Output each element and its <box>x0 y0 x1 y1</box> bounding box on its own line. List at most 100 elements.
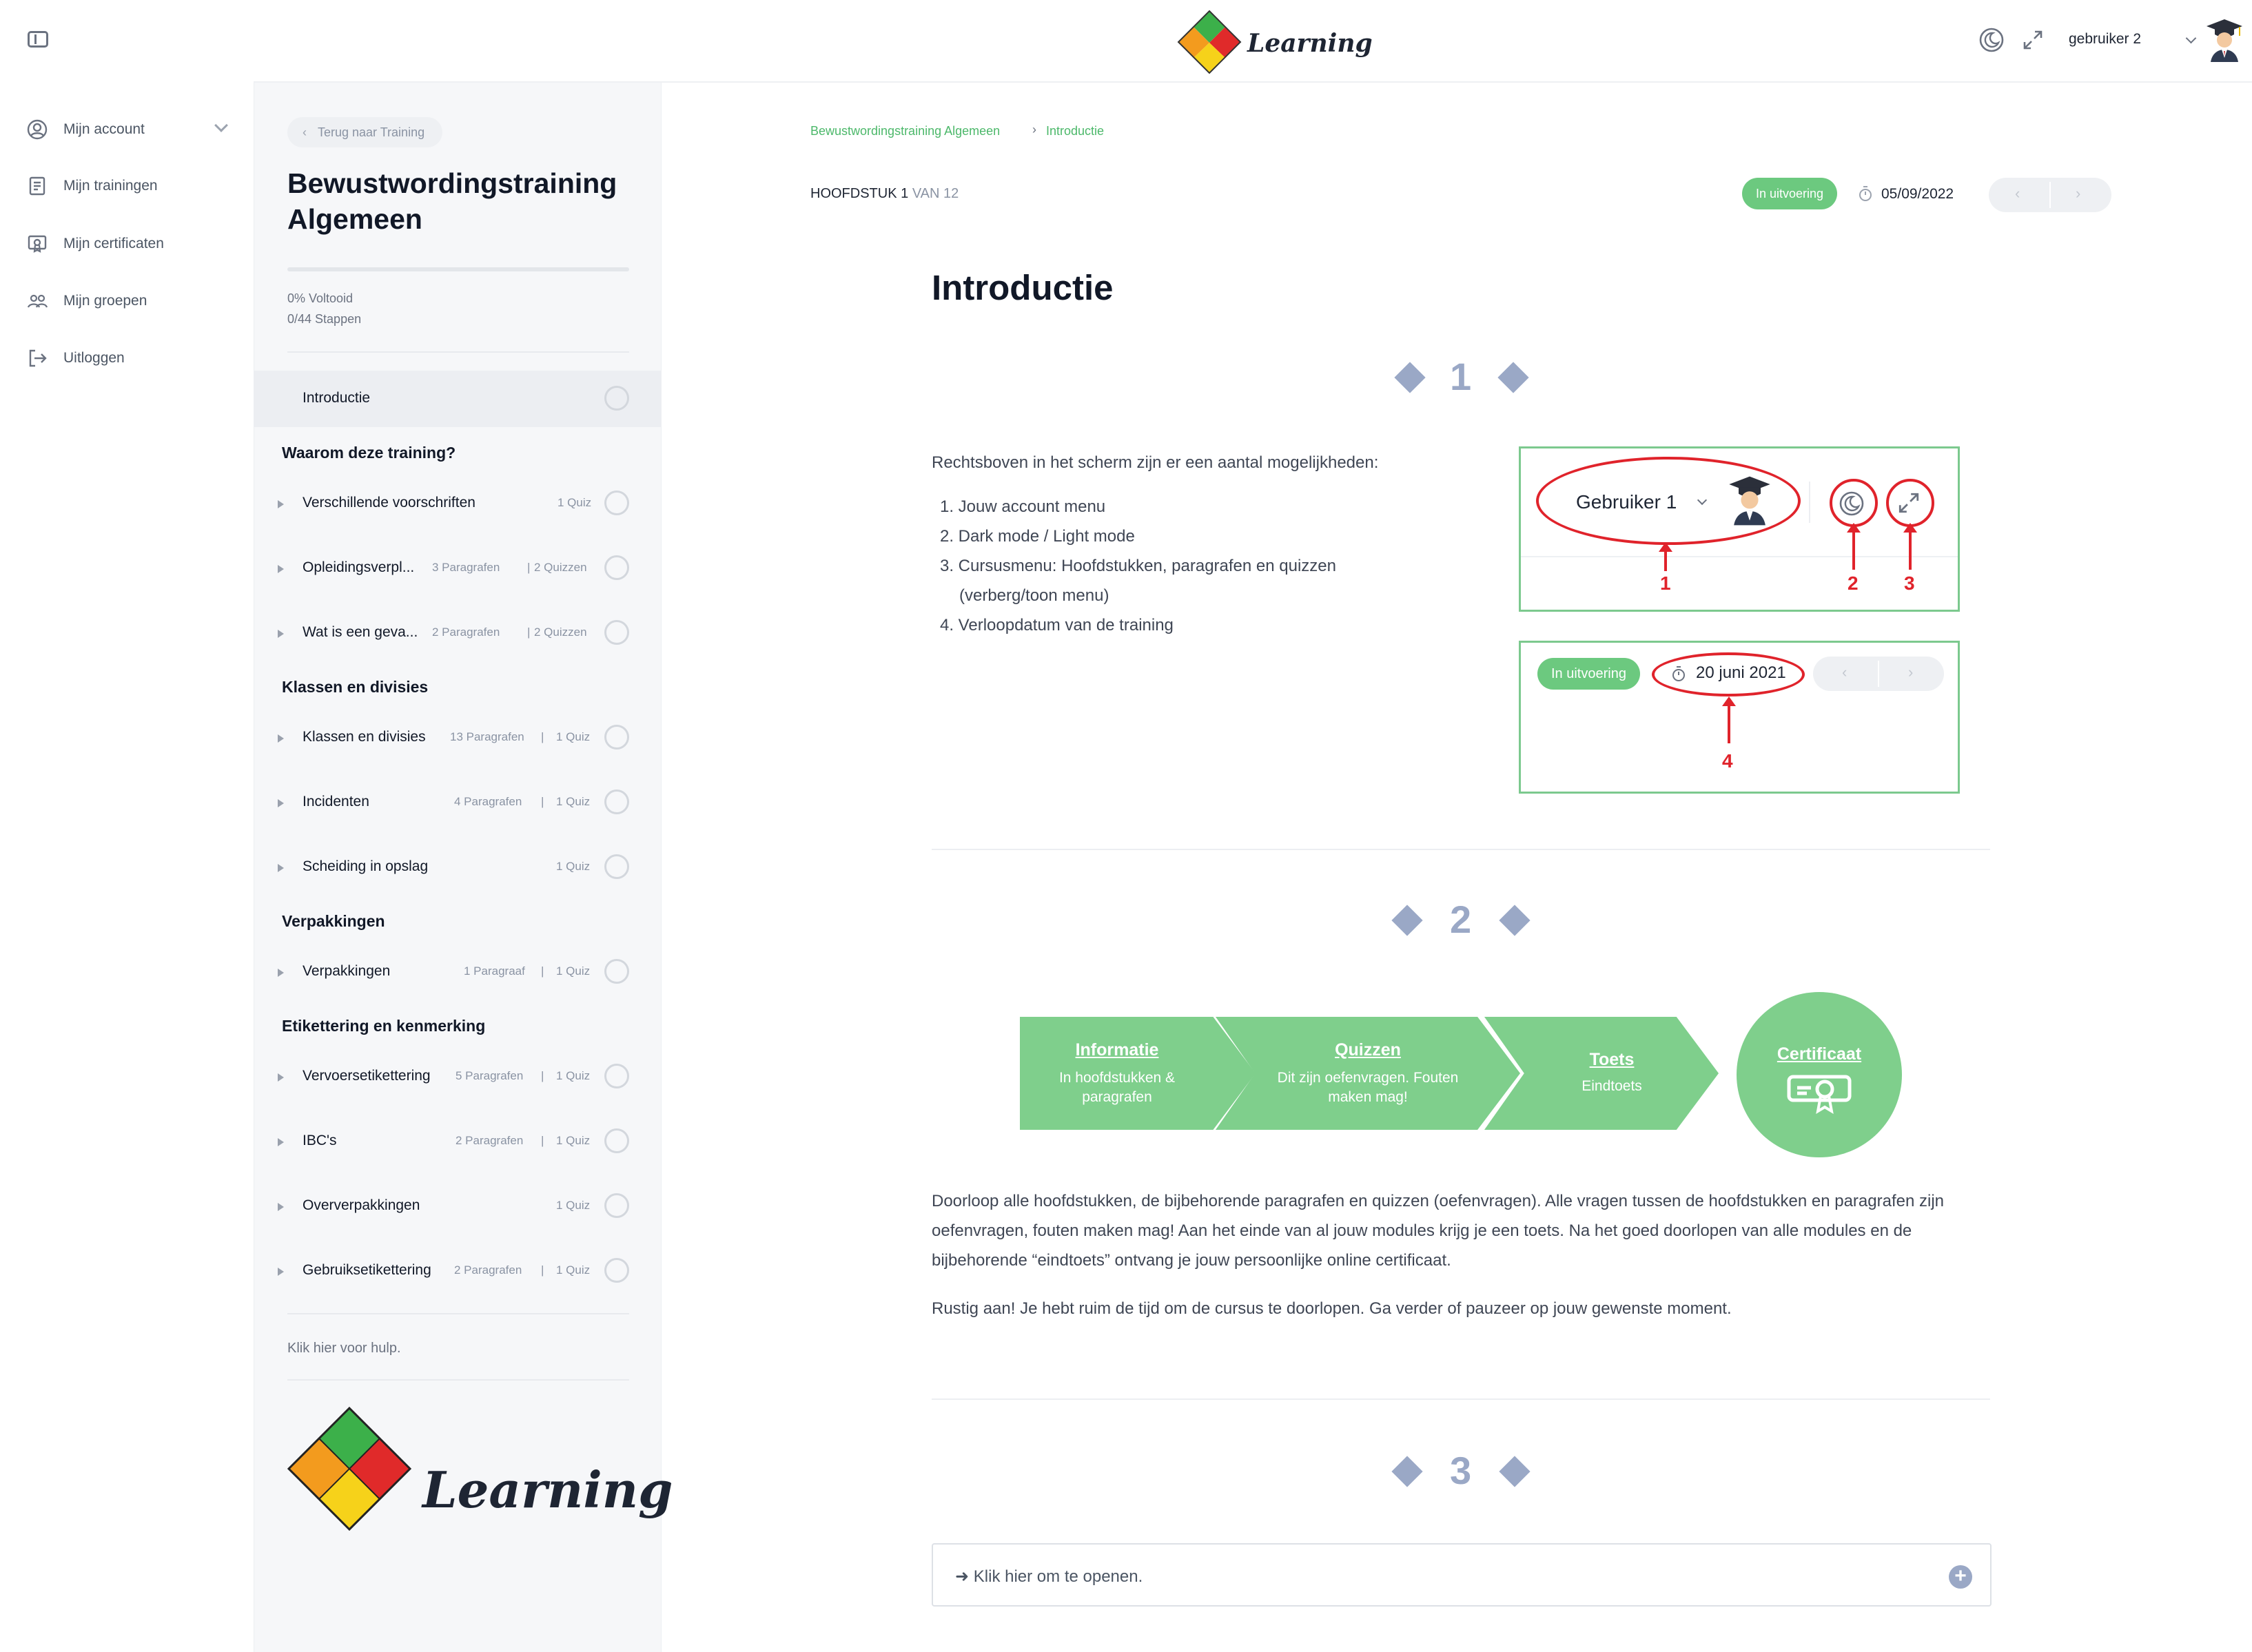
divider <box>287 351 629 353</box>
step-title[interactable]: Informatie <box>1075 1040 1159 1060</box>
meta-separator: | <box>541 795 544 808</box>
options-list: 1. Jouw account menu 2. Dark mode / Ligh… <box>940 492 1336 640</box>
nav-item-uitloggen[interactable]: Uitloggen <box>26 344 125 372</box>
expand-triangle-icon[interactable] <box>278 799 284 807</box>
top-header: Learning gebruiker 2 <box>254 0 2252 83</box>
expand-icon[interactable] <box>2022 29 2044 51</box>
prev-arrow-icon: ‹ <box>1842 663 1847 681</box>
status-circle-icon <box>604 491 629 515</box>
step-title[interactable]: Certificaat <box>1777 1044 1862 1064</box>
status-circle-icon <box>604 555 629 580</box>
nav-item-certificaten[interactable]: Mijn certificaten <box>26 230 164 258</box>
status-circle-icon <box>604 386 629 411</box>
expand-triangle-icon[interactable] <box>278 1203 284 1211</box>
nav-item-account[interactable]: Mijn account <box>26 116 145 143</box>
item-label: Incidenten <box>303 794 369 809</box>
footer-logo-icon <box>287 1406 412 1531</box>
item-quizzes: 1 Quiz <box>556 795 591 808</box>
back-to-training-button[interactable]: ‹ Terug naar Training <box>287 117 443 147</box>
item-quizzes: 2 Quizzen <box>534 626 587 639</box>
chevron-down-icon[interactable] <box>2185 32 2197 44</box>
section-number: 2 <box>1450 898 1472 941</box>
diamond-icon <box>1499 1456 1531 1487</box>
highlight-ellipse <box>1652 652 1805 696</box>
sidebar-toggle-icon[interactable] <box>28 31 48 48</box>
body-text-2: Rustig aan! Je hebt ruim de tijd om de c… <box>932 1299 1732 1318</box>
item-quizzes: 1 Quiz <box>556 1069 591 1082</box>
expand-triangle-icon[interactable] <box>278 630 284 638</box>
marker-number: 3 <box>1904 572 1915 594</box>
user-menu-name[interactable]: gebruiker 2 <box>2069 31 2142 47</box>
nav-item-label: Mijn groepen <box>63 293 147 309</box>
diamond-icon <box>1391 905 1423 936</box>
item-label: Opleidingsverpl... <box>303 559 415 575</box>
nav-item-label: Mijn account <box>63 121 145 137</box>
step-title[interactable]: Toets <box>1589 1050 1635 1069</box>
highlight-circle <box>1830 479 1878 527</box>
step-title[interactable]: Quizzen <box>1335 1040 1401 1060</box>
step-sub: Dit zijn oefenvragen. Fouten maken mag! <box>1277 1070 1459 1105</box>
course-sidebar: ‹ Terug naar Training Bewustwordingstrai… <box>254 83 673 1652</box>
highlight-circle <box>1886 479 1934 527</box>
meta-separator: | <box>541 730 544 743</box>
accordion-toggle[interactable]: ➜ Klik hier om te openen. + <box>932 1543 1992 1607</box>
status-circle-icon <box>604 1128 629 1153</box>
plus-icon[interactable]: + <box>1949 1565 1972 1589</box>
list-item: 1. Jouw account menu <box>940 497 1106 516</box>
meta-separator: | <box>541 1134 544 1147</box>
breadcrumb-item[interactable]: Bewustwordingstraining Algemeen <box>810 124 1001 138</box>
progress-bar <box>287 267 629 271</box>
status-circle-icon <box>604 1258 629 1283</box>
nav-item-label: Mijn trainingen <box>63 178 158 194</box>
expand-triangle-icon[interactable] <box>278 734 284 743</box>
expand-triangle-icon[interactable] <box>278 1268 284 1276</box>
section-title: Klassen en divisies <box>282 678 429 696</box>
divider <box>1521 556 1958 557</box>
highlight-ellipse <box>1536 457 1801 545</box>
expand-triangle-icon[interactable] <box>278 1073 284 1082</box>
avatar[interactable] <box>2205 18 2244 63</box>
list-item: 3. Cursusmenu: Hoofdstukken, paragrafen … <box>940 557 1337 575</box>
help-link[interactable]: Klik hier voor hulp. <box>287 1341 401 1356</box>
logout-icon <box>29 349 47 367</box>
breadcrumb-separator: › <box>1032 123 1036 136</box>
step-quizzen: Quizzen Dit zijn oefenvragen. Fouten mak… <box>1216 1017 1520 1130</box>
item-label: Wat is een geva... <box>303 624 418 640</box>
nav-item-groepen[interactable]: Mijn groepen <box>26 287 147 315</box>
status-circle-icon <box>604 1193 629 1218</box>
section-number: 3 <box>1450 1449 1472 1492</box>
logo-text: Learning <box>1247 29 1373 58</box>
expand-triangle-icon[interactable] <box>278 969 284 977</box>
list-item: (verberg/toon menu) <box>959 586 1109 605</box>
diamond-icon <box>1391 1456 1423 1487</box>
expiry-date: 05/09/2022 <box>1881 186 1954 202</box>
dark-mode-icon[interactable] <box>1978 26 2005 54</box>
sidebar-item-introductie[interactable]: Introductie <box>254 371 661 427</box>
item-label: Oververpakkingen <box>303 1197 420 1213</box>
diamond-icon <box>1499 905 1531 936</box>
expand-triangle-icon[interactable] <box>278 864 284 872</box>
expand-triangle-icon[interactable] <box>278 565 284 573</box>
divider <box>287 1379 629 1381</box>
logo-icon <box>1177 10 1242 74</box>
chevron-down-icon[interactable] <box>214 118 228 132</box>
item-quizzes: 1 Quiz <box>556 964 591 978</box>
step-certificaat: Certificaat <box>1737 992 1902 1157</box>
nav-item-trainingen[interactable]: Mijn trainingen <box>26 172 158 200</box>
arrow-icon <box>1903 523 1917 570</box>
section-title: Verpakkingen <box>282 912 385 930</box>
book-icon <box>29 176 45 196</box>
item-paragraphs: 5 Paragrafen <box>455 1069 524 1082</box>
nav-item-label: Mijn certificaten <box>63 236 164 251</box>
next-button[interactable]: › <box>2076 185 2081 202</box>
steps-text: 0/44 Stappen <box>287 312 362 326</box>
expand-triangle-icon[interactable] <box>278 1138 284 1146</box>
status-badge: In uitvoering <box>1537 658 1640 690</box>
item-label: Scheiding in opslag <box>303 858 429 874</box>
chapter-label: HOOFDSTUK 1 <box>810 186 909 201</box>
breadcrumb-item[interactable]: Introductie <box>1046 124 1105 138</box>
prev-button[interactable]: ‹ <box>2015 185 2020 202</box>
expand-triangle-icon[interactable] <box>278 500 284 508</box>
chapter-pager: ‹ › <box>1989 178 2111 212</box>
status-circle-icon <box>604 1064 629 1088</box>
